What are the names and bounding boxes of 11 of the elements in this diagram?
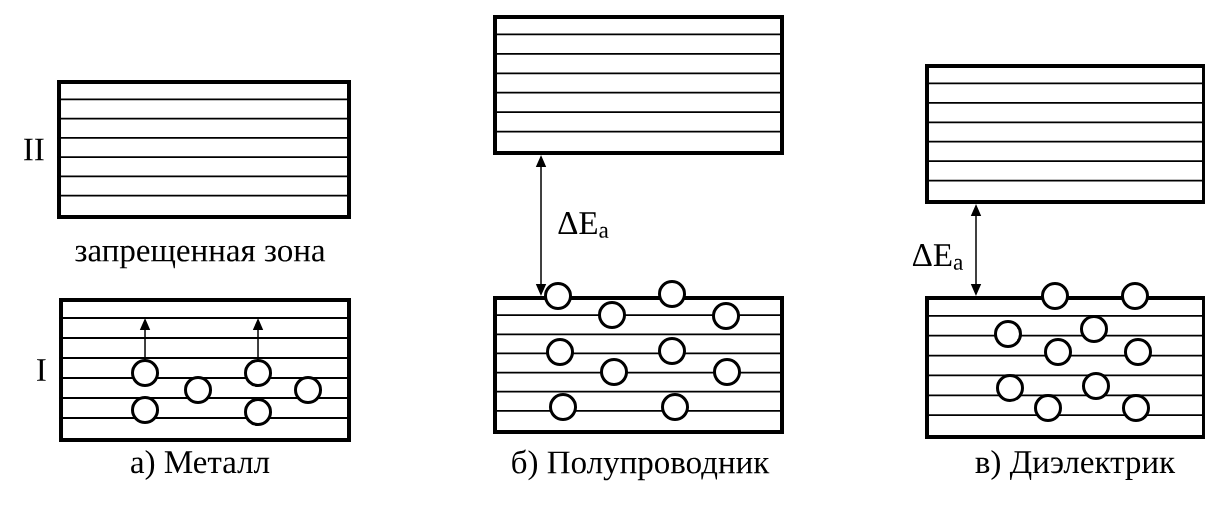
energy-band [924,296,1205,439]
energy-band [492,296,784,434]
edge-label: ΔE$_{a}$ [909,242,966,272]
edge-label: ΔE$_{a}$ [555,210,612,240]
band-label: I [37,359,46,381]
energy-band [58,298,351,442]
energy-band [924,64,1205,204]
caption: запрещенная зона [75,245,326,269]
energy-band [56,80,351,219]
energy-band [492,15,784,155]
band-label: II [24,138,44,161]
